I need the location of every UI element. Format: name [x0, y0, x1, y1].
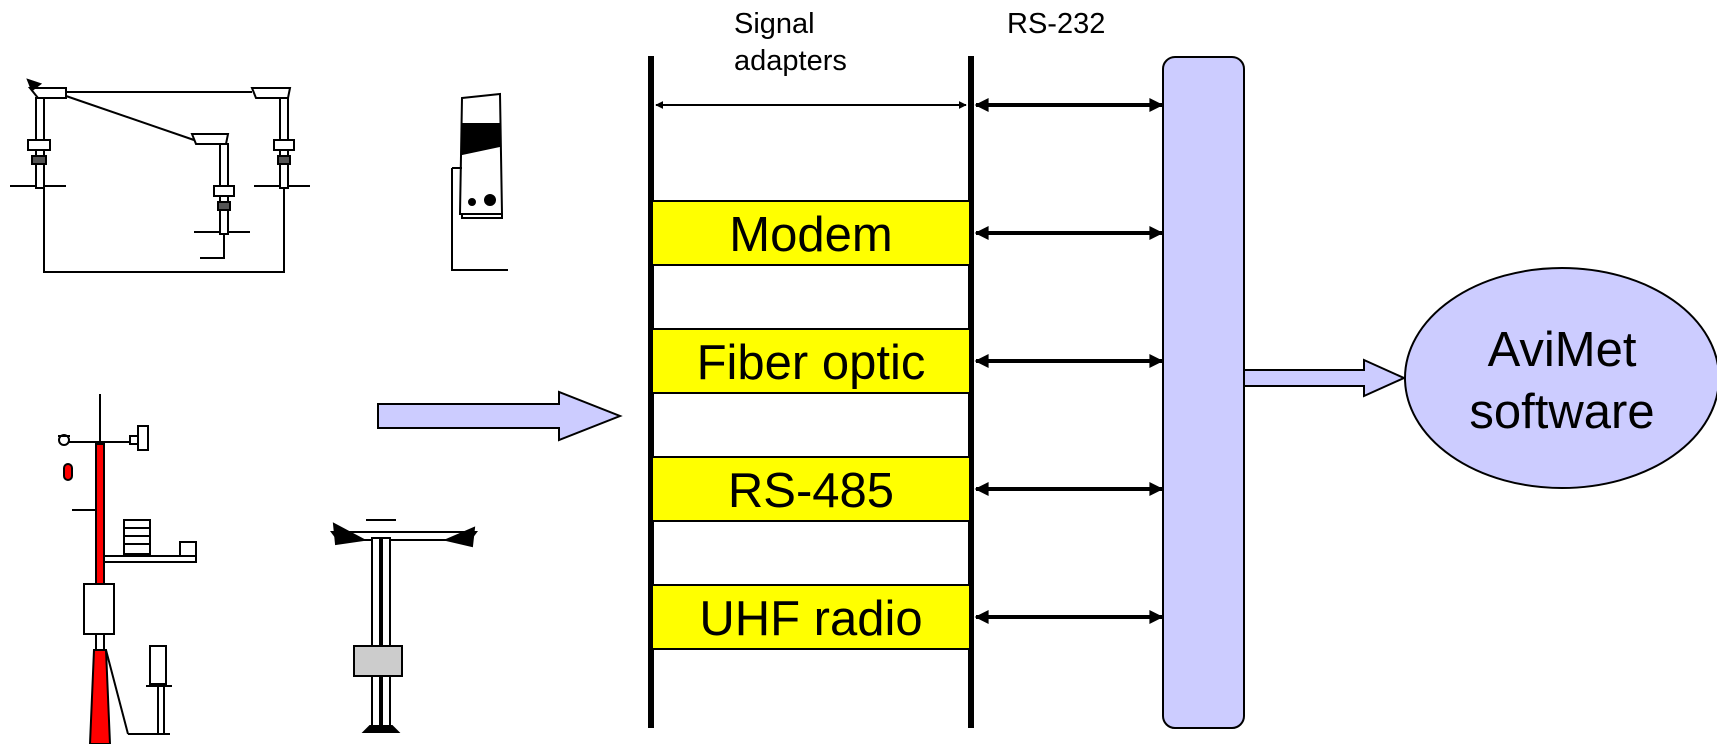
visibility-sensor-illustration	[451, 92, 508, 271]
output-arrow	[1243, 358, 1407, 398]
adapter-label-fiber-optic: Fiber optic	[697, 336, 926, 390]
runway-sensors-illustration	[10, 78, 310, 273]
avimet-software-label-line2: software	[1469, 385, 1654, 439]
present-weather-sensor-illustration	[330, 519, 478, 733]
adapter-modem: Modem	[651, 200, 971, 266]
signal-adapters-label-line1: Signal	[734, 8, 815, 40]
adapter-fiber-optic: Fiber optic	[651, 328, 971, 394]
input-arrow	[377, 390, 623, 442]
adapter-label-uhf-radio: UHF radio	[699, 592, 922, 646]
adapter-label-modem: Modem	[729, 208, 892, 262]
adapter-label-rs485: RS-485	[728, 464, 894, 518]
weather-mast-illustration	[58, 394, 197, 744]
avimet-software-label-line1: AviMet	[1488, 323, 1637, 377]
adapter-uhf-radio: UHF radio	[651, 584, 971, 650]
adapter-rs485: RS-485	[651, 456, 971, 522]
signal-adapters-label-line2: adapters	[734, 45, 847, 77]
rs232-label: RS-232	[1007, 8, 1105, 40]
avimet-software-node	[1404, 267, 1717, 489]
rs232-hub	[1162, 56, 1245, 729]
